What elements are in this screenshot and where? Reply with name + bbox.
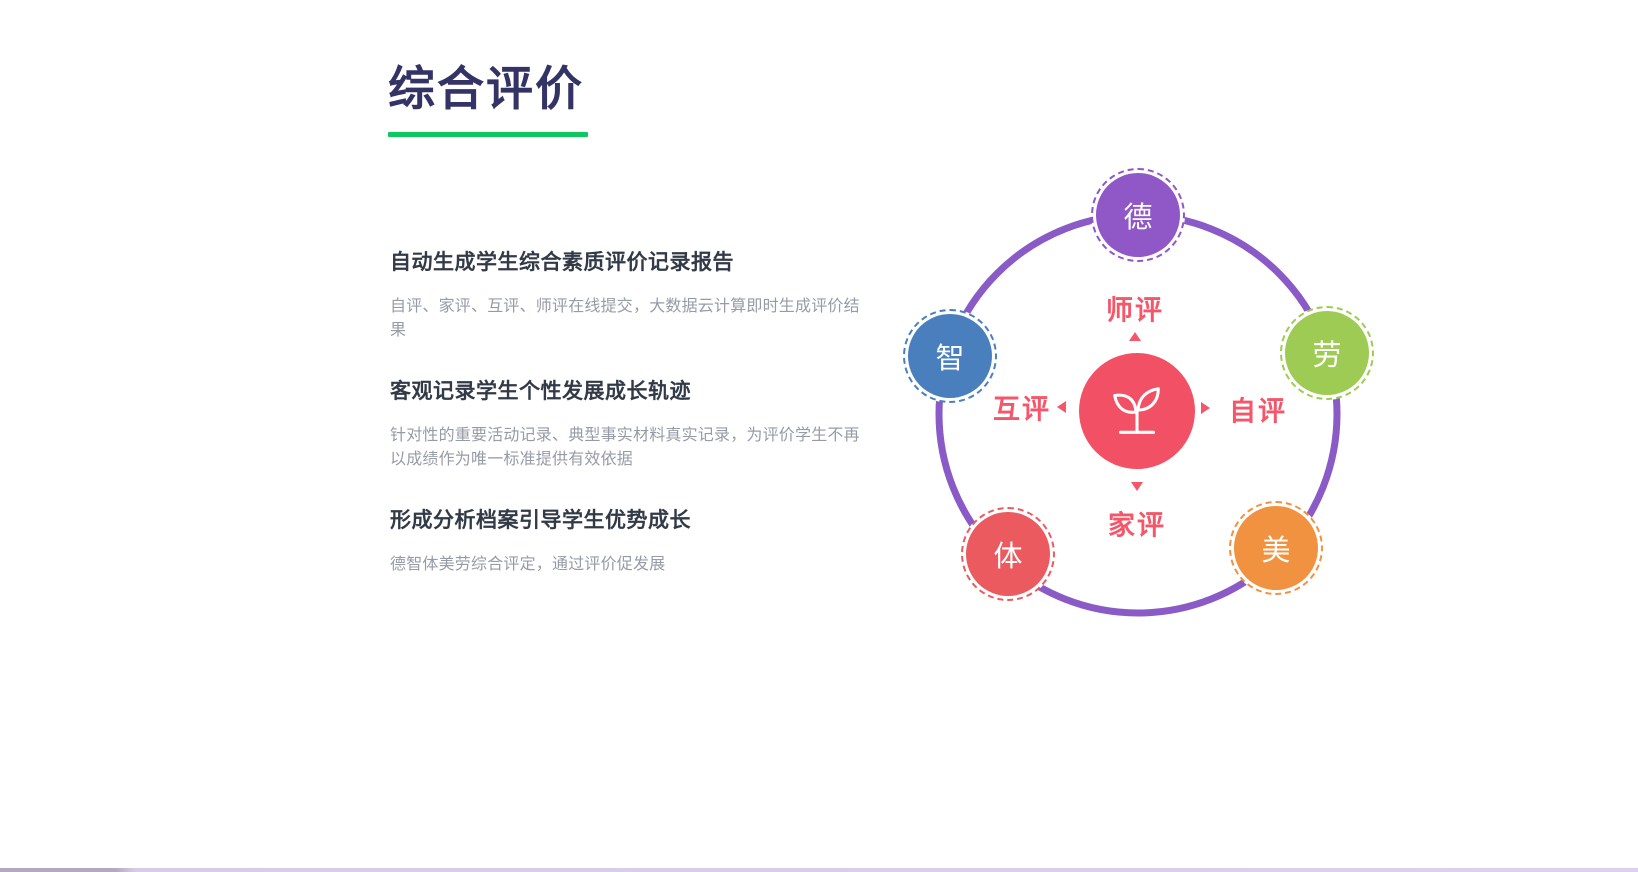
feature-list: 自动生成学生综合素质评价记录报告 自评、家评、互评、师评在线提交，大数据云计算即…: [390, 246, 868, 609]
arrow-down-icon: [1131, 482, 1143, 491]
feature-heading: 客观记录学生个性发展成长轨迹: [390, 380, 691, 403]
dimension-label: 体: [966, 512, 1050, 596]
feature-item: 自动生成学生综合素质评价记录报告 自评、家评、互评、师评在线提交，大数据云计算即…: [390, 246, 868, 343]
dimension-circle-zhi: 智: [903, 309, 997, 403]
eval-label-self: 自评: [1229, 396, 1287, 427]
feature-heading: 自动生成学生综合素质评价记录报告: [390, 251, 734, 274]
dimension-label: 智: [908, 314, 992, 398]
dimension-label: 劳: [1285, 311, 1369, 395]
title-block: 综合评价: [388, 50, 588, 137]
feature-description: 自评、家评、互评、师评在线提交，大数据云计算即时生成评价结果: [390, 298, 860, 339]
next-section-edge: [0, 868, 1638, 872]
dimension-circle-de: 德: [1091, 168, 1185, 262]
feature-item: 形成分析档案引导学生优势成长 德智体美劳综合评定，通过评价促发展: [390, 504, 868, 577]
eval-label-peer: 互评: [993, 394, 1051, 425]
title-underline: [388, 132, 588, 137]
arrow-left-icon: [1057, 401, 1066, 413]
arrow-up-icon: [1129, 332, 1141, 341]
feature-description: 德智体美劳综合评定，通过评价促发展: [390, 556, 666, 573]
eval-label-teacher: 师评: [1106, 295, 1164, 326]
feature-heading: 形成分析档案引导学生优势成长: [390, 509, 691, 532]
page-title: 综合评价: [388, 62, 584, 117]
sprout-icon: [1113, 387, 1160, 434]
feature-item: 客观记录学生个性发展成长轨迹 针对性的重要活动记录、典型事实材料真实记录，为评价…: [390, 375, 868, 472]
feature-description: 针对性的重要活动记录、典型事实材料真实记录，为评价学生不再以成绩作为唯一标准提供…: [390, 427, 860, 468]
arrow-right-icon: [1201, 402, 1210, 414]
dimension-circle-lao: 劳: [1280, 306, 1374, 400]
eval-label-family: 家评: [1108, 510, 1166, 541]
dimension-circle-ti: 体: [961, 507, 1055, 601]
evaluation-diagram: 德 智 劳 体 美 师评 自评 家评 互评: [880, 150, 1420, 640]
center-circle: [1079, 353, 1195, 469]
dimension-circle-mei: 美: [1229, 501, 1323, 595]
dimension-label: 德: [1096, 173, 1180, 257]
dimension-label: 美: [1234, 506, 1318, 590]
